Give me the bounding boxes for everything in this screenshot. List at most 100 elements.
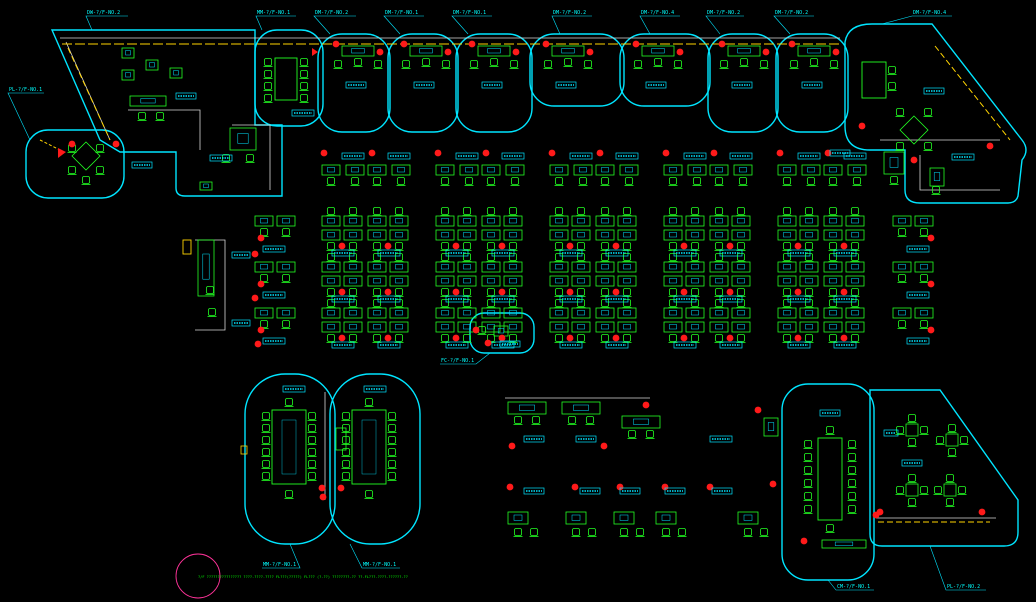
- desk-top: [435, 215, 455, 227]
- chair-seat: [208, 308, 216, 316]
- chair-seat: [509, 207, 517, 215]
- chair-icon: [387, 436, 397, 445]
- desk-monitor: [669, 310, 677, 316]
- room-tag-icon: [787, 295, 811, 303]
- desk-top: [481, 261, 501, 273]
- chair-seat: [264, 82, 272, 90]
- chair-icon: [554, 177, 564, 186]
- chair-icon: [508, 207, 518, 216]
- chair-icon: [489, 58, 499, 67]
- desk-icon: [595, 229, 615, 241]
- power-marker: [484, 339, 492, 347]
- desk-top: [389, 307, 409, 319]
- chair-seat: [623, 207, 631, 215]
- zone-phone-booth: [469, 312, 535, 354]
- desk-monitor: [805, 278, 813, 284]
- chair-icon: [847, 453, 857, 462]
- zone-callout-label: DM-?/F-NO.2: [775, 10, 808, 16]
- power-marker: [800, 537, 808, 545]
- desk-monitor: [715, 218, 723, 224]
- desk-top: [549, 307, 569, 319]
- chair-seat: [744, 528, 752, 536]
- chair-icon: [714, 253, 724, 262]
- desk-icon: [254, 307, 274, 319]
- desk-icon: [367, 164, 387, 176]
- zone-office-4: [529, 33, 625, 107]
- desk-top: [709, 215, 729, 227]
- chair-icon: [263, 82, 273, 91]
- chair-icon: [622, 253, 632, 262]
- chair-icon: [571, 528, 581, 537]
- chair-seat: [601, 334, 609, 342]
- desk-icon: [549, 321, 569, 333]
- chair-icon: [714, 288, 724, 297]
- chair-seat: [441, 207, 449, 215]
- chair-icon: [387, 460, 397, 469]
- chair-seat: [260, 228, 268, 236]
- callout-leader: [705, 15, 744, 35]
- chair-seat: [487, 242, 495, 250]
- chair-seat: [308, 472, 316, 480]
- chair-seat: [623, 299, 631, 307]
- room-tag-icon: [711, 487, 733, 495]
- chair-icon: [919, 228, 929, 237]
- desk-top: [565, 511, 587, 525]
- desk-monitor: [509, 324, 517, 330]
- desk-monitor: [260, 264, 268, 270]
- room-tag-icon: [341, 152, 365, 160]
- chair-seat: [920, 426, 928, 434]
- desk-monitor: [805, 310, 813, 316]
- chair-seat: [851, 253, 859, 261]
- door-frame: [182, 239, 192, 255]
- zone-callout-label: DM-?/F-NO.1: [453, 10, 486, 16]
- desk-icon: [276, 261, 296, 273]
- desk-icon: [641, 45, 675, 57]
- desk-monitor: [691, 218, 699, 224]
- chair-seat: [720, 60, 728, 68]
- zone-office-1: [317, 33, 391, 133]
- desk-icon: [663, 261, 683, 273]
- room-tag-icon: [819, 409, 841, 417]
- room-tag-icon: [833, 341, 857, 349]
- desk-monitor: [920, 218, 928, 224]
- callout-leader: [451, 15, 492, 35]
- power-marker: [566, 242, 574, 250]
- chair-icon: [387, 472, 397, 481]
- desk-monitor: [441, 167, 449, 173]
- desk-icon: [709, 229, 729, 241]
- desk-monitor: [395, 324, 403, 330]
- desk-monitor: [561, 48, 575, 54]
- chair-seat: [577, 334, 585, 342]
- chair-icon: [782, 334, 792, 343]
- chair-seat: [509, 242, 517, 250]
- chair-icon: [635, 528, 645, 537]
- chair-seat: [579, 177, 587, 185]
- power-marker: [718, 40, 726, 48]
- zone-callout-label: FC-?/F-NO.1: [441, 358, 474, 364]
- room-tag-icon: [377, 249, 401, 257]
- wall-line: [919, 155, 1000, 191]
- desk-icon: [733, 164, 753, 176]
- chair-icon: [307, 460, 317, 469]
- chair-seat: [373, 299, 381, 307]
- power-marker: [498, 242, 506, 250]
- power-marker: [320, 149, 328, 157]
- chair-seat: [544, 60, 552, 68]
- chair-seat: [282, 274, 290, 282]
- desk-top: [254, 307, 274, 319]
- desk-icon: [845, 275, 865, 287]
- chair-icon: [440, 288, 450, 297]
- chair-icon: [348, 299, 358, 308]
- desk-icon: [345, 164, 365, 176]
- chair-seat: [264, 94, 272, 102]
- desk-icon: [389, 321, 409, 333]
- desk-top: [823, 164, 843, 176]
- desk-top: [121, 47, 135, 59]
- meeting-table: [817, 437, 843, 521]
- desk-monitor: [715, 324, 723, 330]
- chair-seat: [441, 288, 449, 296]
- desk-top: [549, 321, 569, 333]
- chair-icon: [668, 177, 678, 186]
- desk-monitor: [623, 218, 631, 224]
- chair-seat: [920, 228, 928, 236]
